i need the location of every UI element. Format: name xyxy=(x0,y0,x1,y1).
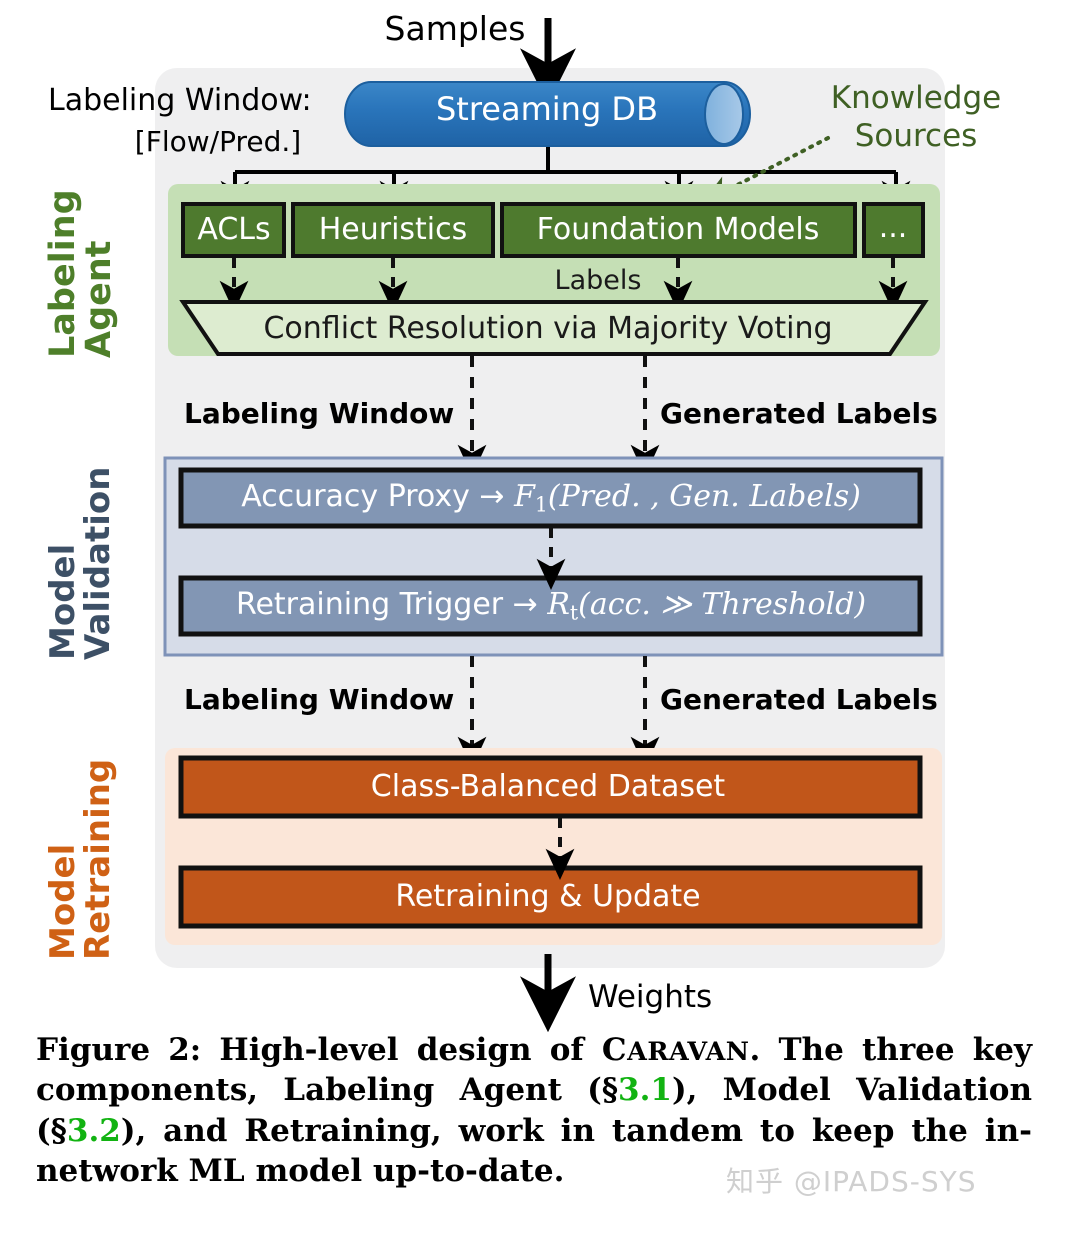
knowledge-sources-label-line1: Knowledge xyxy=(830,80,1002,116)
retraining-box-retraining-update xyxy=(178,865,923,929)
labels-edge-label: Labels xyxy=(554,265,642,296)
labeling-window-sublabel: [Flow/Pred.] xyxy=(134,125,302,158)
caption-part3: ), Model Validation (§ xyxy=(36,1072,1032,1149)
retraining-inflow-left-label: Labeling Window xyxy=(184,683,455,716)
side-label-model-retraining: Model Retraining xyxy=(43,758,118,960)
source-label-acls: ACLs xyxy=(197,212,271,247)
streaming-db-label: Streaming DB xyxy=(435,90,659,128)
samples-label: Samples xyxy=(384,9,526,48)
side-label-model-retraining-line1: Model xyxy=(43,843,83,960)
caption-section-ref-1[interactable]: 3.1 xyxy=(618,1072,672,1109)
agent-to-validation-connectors xyxy=(457,356,660,477)
knowledge-sources-label-line2: Sources xyxy=(854,118,978,154)
source-label-foundation-models: Foundation Models xyxy=(536,212,820,247)
validation-to-retraining-connectors xyxy=(457,656,660,769)
caption-part4: ), and Retraining, work in tandem to kee… xyxy=(36,1112,1032,1189)
class-balanced-dataset-label: Class-Balanced Dataset xyxy=(370,769,726,804)
retraining-trigger-formula-base: R xyxy=(547,587,570,622)
caption-part1: Figure 2: High-level design of xyxy=(36,1032,602,1068)
streaming-db-shape xyxy=(344,81,751,147)
source-box-ellipsis xyxy=(862,202,925,258)
retraining-trigger-formula-sub: t xyxy=(569,600,579,625)
knowledge-sources-pointer xyxy=(701,136,830,204)
watermark: 知乎 @IPADS-SYS xyxy=(726,1165,977,1198)
side-label-labeling-agent: Labeling Agent xyxy=(43,189,119,358)
retraining-inflow-right-label: Generated Labels xyxy=(660,683,938,716)
side-label-model-validation: Model Validation xyxy=(43,466,118,660)
validation-inflow-right-label: Generated Labels xyxy=(660,397,938,430)
caption-system-name: CARAVAN xyxy=(601,1032,750,1068)
side-label-model-validation-line2: Validation xyxy=(77,466,118,660)
accuracy-proxy-label: Accuracy Proxy → F1(Pred. , Gen. Labels) xyxy=(241,482,861,515)
accuracy-proxy-formula-args: (Pred. , Gen. Labels) xyxy=(547,479,861,514)
source-label-heuristics: Heuristics xyxy=(318,212,468,247)
labels-dashed-connectors xyxy=(219,258,908,313)
side-label-labeling-agent-line2: Agent xyxy=(78,240,119,358)
accuracy-proxy-prefix: Accuracy Proxy → xyxy=(241,479,515,514)
knowledge-source-boxes xyxy=(181,202,925,258)
figure-diagram: Samples Labeling Window: [Flow/Pred.] Kn… xyxy=(43,9,1002,1033)
source-box-heuristics xyxy=(291,202,495,258)
validation-box-accuracy-proxy xyxy=(178,467,923,529)
diagram-vector-layer xyxy=(155,18,945,1033)
conflict-resolution-trapezoid xyxy=(179,300,929,356)
retraining-box-class-balanced-dataset xyxy=(178,755,923,819)
accuracy-proxy-formula-base: F xyxy=(514,479,535,514)
source-box-foundation-models xyxy=(500,202,857,258)
retraining-trigger-formula-args: (acc. ≫ Threshold) xyxy=(578,587,867,622)
validation-inflow-left-label: Labeling Window xyxy=(184,397,455,430)
retraining-trigger-label: Retraining Trigger → Rt(acc. ≫ Threshold… xyxy=(236,590,866,623)
labeling-window-label: Labeling Window: xyxy=(48,83,312,118)
retraining-update-label: Retraining & Update xyxy=(395,879,701,914)
source-label-ellipsis: ... xyxy=(878,210,908,245)
accuracy-proxy-formula-sub: 1 xyxy=(534,492,548,517)
weights-label: Weights xyxy=(588,979,713,1015)
side-label-model-validation-line1: Model xyxy=(43,543,83,660)
figure-caption: Figure 2: High-level design of CARAVAN. … xyxy=(36,1030,1032,1191)
conflict-resolution-label: Conflict Resolution via Majority Voting xyxy=(263,311,833,346)
source-box-acls xyxy=(181,202,286,258)
caption-part2: . The three key components, Labeling Age… xyxy=(36,1032,1033,1109)
side-label-labeling-agent-line1: Labeling xyxy=(43,189,83,358)
caption-section-ref-2[interactable]: 3.2 xyxy=(66,1112,121,1149)
side-label-model-retraining-line2: Retraining xyxy=(77,758,118,960)
retraining-trigger-prefix: Retraining Trigger → xyxy=(235,587,548,622)
